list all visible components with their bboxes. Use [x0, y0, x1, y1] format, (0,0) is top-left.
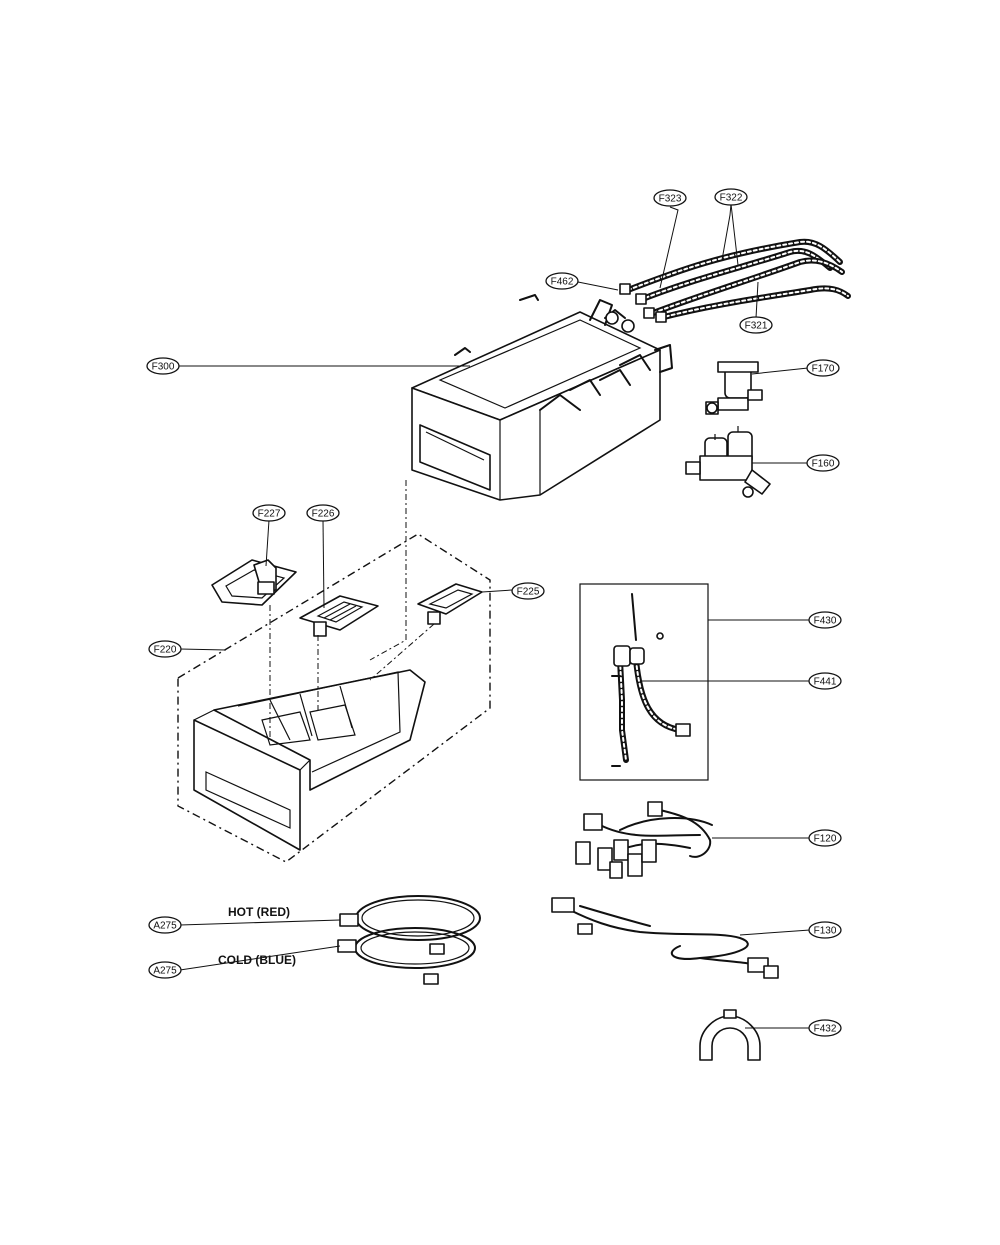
- dispenser-drawer: [177, 480, 491, 863]
- callout-f462: F462: [545, 272, 579, 290]
- drain-assembly-box: [579, 583, 709, 781]
- callout-f170: F170: [806, 359, 840, 377]
- softener-cap: [211, 559, 297, 606]
- callout-f300: F300: [146, 357, 180, 375]
- callout-f225: F225: [511, 582, 545, 600]
- inlet-hose-hot: [339, 895, 481, 955]
- svg-text:F227: F227: [258, 509, 281, 520]
- svg-text:F120: F120: [814, 834, 837, 845]
- wire-harness-f120: [575, 801, 713, 879]
- callout-f321: F321: [739, 316, 773, 334]
- callout-f130: F130: [808, 921, 842, 939]
- svg-text:F160: F160: [812, 459, 835, 470]
- wire-harness-f130: [551, 897, 779, 979]
- callout-f430: F430: [808, 611, 842, 629]
- svg-text:F441: F441: [814, 677, 837, 688]
- callout-f226: F226: [306, 504, 340, 522]
- svg-text:F226: F226: [312, 509, 335, 520]
- svg-text:F225: F225: [517, 587, 540, 598]
- callout-a275-hot: A275: [148, 916, 182, 934]
- svg-text:F170: F170: [812, 364, 835, 375]
- callout-f220: F220: [148, 640, 182, 658]
- svg-text:A275: A275: [153, 966, 177, 977]
- svg-text:F322: F322: [720, 193, 743, 204]
- svg-text:A275: A275: [153, 921, 177, 932]
- hot-red-label: HOT (RED): [228, 905, 290, 919]
- callout-f441: F441: [808, 672, 842, 690]
- bleach-cap: [299, 595, 379, 637]
- svg-text:F323: F323: [659, 194, 682, 205]
- svg-text:F130: F130: [814, 926, 837, 937]
- svg-text:F430: F430: [814, 616, 837, 627]
- single-water-valve: [705, 361, 763, 415]
- svg-text:F220: F220: [154, 645, 177, 656]
- svg-text:F432: F432: [814, 1024, 837, 1035]
- prewash-cap: [417, 583, 483, 625]
- callout-f322: F322: [714, 188, 748, 206]
- callout-f432: F432: [808, 1019, 842, 1037]
- double-water-valve: [685, 426, 771, 498]
- callout-f227: F227: [252, 504, 286, 522]
- inlet-hose-cold: [337, 927, 476, 985]
- cold-blue-label: COLD (BLUE): [218, 953, 296, 967]
- leader-lines: [178, 203, 811, 1029]
- inlet-hoses: [619, 238, 851, 323]
- dispenser-housing: [411, 294, 673, 501]
- hose-clip: [699, 1009, 761, 1061]
- svg-text:F321: F321: [745, 321, 768, 332]
- svg-text:F462: F462: [551, 277, 574, 288]
- callout-f160: F160: [806, 454, 840, 472]
- callout-f323: F323: [653, 189, 687, 207]
- svg-text:F300: F300: [152, 362, 175, 373]
- callout-a275-cold: A275: [148, 961, 182, 979]
- callout-f120: F120: [808, 829, 842, 847]
